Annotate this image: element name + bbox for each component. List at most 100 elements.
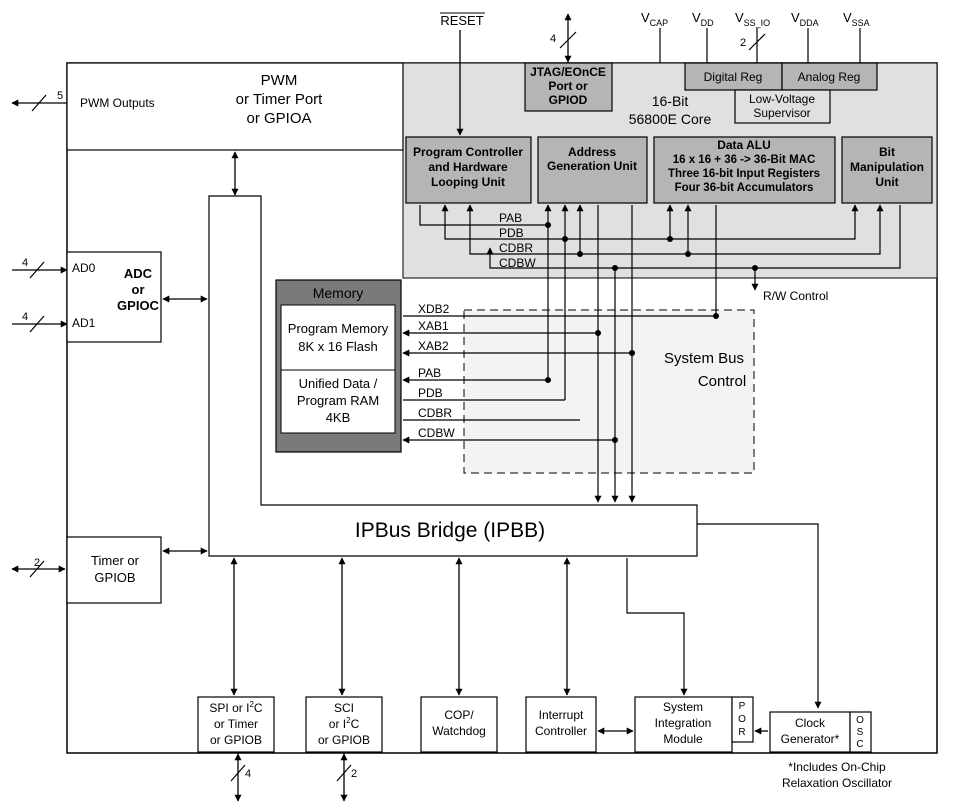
sim-line-3: Module — [663, 732, 703, 746]
jtag-block: JTAG/EOnCE Port or GPIOD — [524, 62, 613, 112]
memory-bus-wires — [402, 315, 716, 444]
sim-line-1: System — [663, 700, 703, 714]
core-cdbw-wire — [486, 205, 901, 269]
sbc-line-1: System Bus — [664, 350, 744, 367]
flash-line-2: 8K x 16 Flash — [298, 339, 378, 354]
por-letter-1: P — [739, 701, 746, 712]
core-pdb-wire — [441, 204, 859, 240]
alu-line-3: Three 16-bit Input Registers — [668, 168, 820, 180]
core-bus-labels: PAB PDB CDBR CDBW — [499, 211, 536, 270]
jtag-line-1: JTAG/EOnCE — [530, 65, 606, 79]
system-bus-control-region — [463, 309, 755, 474]
spi-io-count: 4 — [245, 768, 251, 780]
core-line-2: 56800E Core — [629, 111, 712, 127]
timer-line-1: Timer or — [91, 553, 140, 568]
osc-box — [849, 711, 872, 753]
mem-bus-xdb2: XDB2 — [418, 302, 450, 316]
timer-io-slash — [29, 560, 45, 578]
flash-line-1: Program Memory — [288, 321, 389, 336]
jtag-line-3: GPIOD — [549, 93, 588, 107]
cop-block: COP/ Watchdog — [420, 557, 498, 753]
vdda-label: VDDA — [791, 10, 819, 28]
digital-reg-box — [684, 62, 783, 91]
ram-box — [280, 369, 396, 434]
bmu-box — [841, 136, 933, 204]
sci-block: SCI or I2C or GPIOB 2 — [305, 557, 383, 802]
mem-cdbw-dot — [612, 437, 618, 443]
irq-line-2: Controller — [535, 724, 587, 738]
clock-line-1: Clock — [795, 716, 826, 730]
ad1-slash — [29, 315, 45, 333]
agu-line-1: Address — [568, 145, 616, 159]
vss-io-label: VSS_IO — [735, 10, 770, 28]
system-bus-control-label: System Bus Control — [664, 350, 746, 390]
alu-line-4: Four 36-bit Accumulators — [675, 182, 814, 194]
core-bus-pab: PAB — [499, 211, 522, 225]
memory-block: Memory Program Memory 8K x 16 Flash Unif… — [275, 279, 402, 453]
mem-bus-pab: PAB — [418, 366, 441, 380]
por-letter-3: R — [738, 727, 745, 738]
flash-box — [280, 304, 396, 371]
alu-line-2: 16 x 16 + 36 -> 36-Bit MAC — [673, 154, 816, 166]
osc-letter-3: C — [856, 739, 863, 750]
data-alu-box — [653, 136, 836, 204]
mem-bus-xab2: XAB2 — [418, 339, 449, 353]
adc-box — [66, 251, 162, 343]
pwm-block: PWM or Timer Port or GPIOA PWM Outputs 5 — [11, 62, 404, 196]
vss-io-slash — [748, 33, 766, 51]
bridge-clock-wire — [697, 523, 822, 709]
clock-block: Clock Generator* O S C — [697, 523, 872, 753]
cop-line-1: COP/ — [444, 708, 474, 722]
adc-line-3: GPIOC — [117, 298, 160, 313]
cop-box — [420, 696, 498, 753]
mem-bus-pdb: PDB — [418, 386, 443, 400]
spi-line-3: or GPIOB — [210, 733, 262, 747]
pwm-outputs-label: PWM Outputs — [80, 96, 155, 110]
core-pab-wire — [419, 205, 548, 226]
osc-letter-2: S — [857, 727, 864, 738]
adc-line-1: ADC — [124, 266, 153, 281]
reset-label: RESET — [440, 13, 483, 28]
ad1-count: 4 — [22, 311, 28, 323]
footnote: *Includes On-Chip Relaxation Oscillator — [782, 760, 892, 790]
core-bus-pdb: PDB — [499, 226, 524, 240]
clock-line-2: Generator* — [781, 732, 840, 746]
ipbus-bridge-label: IPBus Bridge (IPBB) — [355, 519, 545, 542]
core-pdb-dot-alu — [667, 236, 673, 242]
mem-bus-xab1: XAB1 — [418, 319, 449, 333]
pc-line-1: Program Controller — [413, 145, 523, 159]
ipbus-bridge-shape — [208, 195, 698, 557]
interrupt-block: Interrupt Controller — [525, 557, 634, 753]
vcap-label: VCAP — [641, 10, 668, 28]
sci-line-3: or GPIOB — [318, 733, 370, 747]
vss-io-count: 2 — [740, 37, 746, 49]
mem-bus-cdbr: CDBR — [418, 406, 452, 420]
memory-bus-dots — [545, 313, 719, 443]
alu-line-1: Data ALU — [717, 138, 771, 152]
adc-line-2: or — [132, 282, 145, 297]
sbc-line-2: Control — [698, 373, 746, 390]
jtag-line-2: Port or — [548, 79, 588, 93]
ram-line-1: Unified Data / — [299, 376, 378, 391]
bridge-sim-wire — [626, 558, 688, 696]
pwm-outputs-count: 5 — [57, 90, 63, 102]
jtag-count: 4 — [550, 33, 556, 45]
mem-xdb2-dot — [713, 313, 719, 319]
adc-ad0-label: AD0 — [72, 261, 96, 275]
sci-line-2: or I2C — [329, 716, 360, 731]
irq-line-1: Interrupt — [539, 708, 584, 722]
regulators: Digital Reg Analog Reg Low-Voltage Super… — [684, 62, 878, 124]
lvs-line-2: Supervisor — [753, 106, 810, 120]
core-units: Program Controller and Hardware Looping … — [405, 136, 933, 204]
jtag-slash — [559, 31, 577, 49]
pwm-line-2: or Timer Port — [236, 91, 324, 108]
analog-reg-box — [781, 62, 878, 91]
agu-line-2: Generation Unit — [547, 159, 637, 173]
mem-pab-dot — [545, 377, 551, 383]
rw-control-label: R/W Control — [763, 289, 828, 303]
agu-box — [537, 136, 648, 204]
program-controller-box — [405, 136, 532, 204]
bmu-line-2: Manipulation — [850, 160, 924, 174]
core-cdbr-wire — [466, 204, 884, 255]
ad0-count: 4 — [22, 257, 28, 269]
